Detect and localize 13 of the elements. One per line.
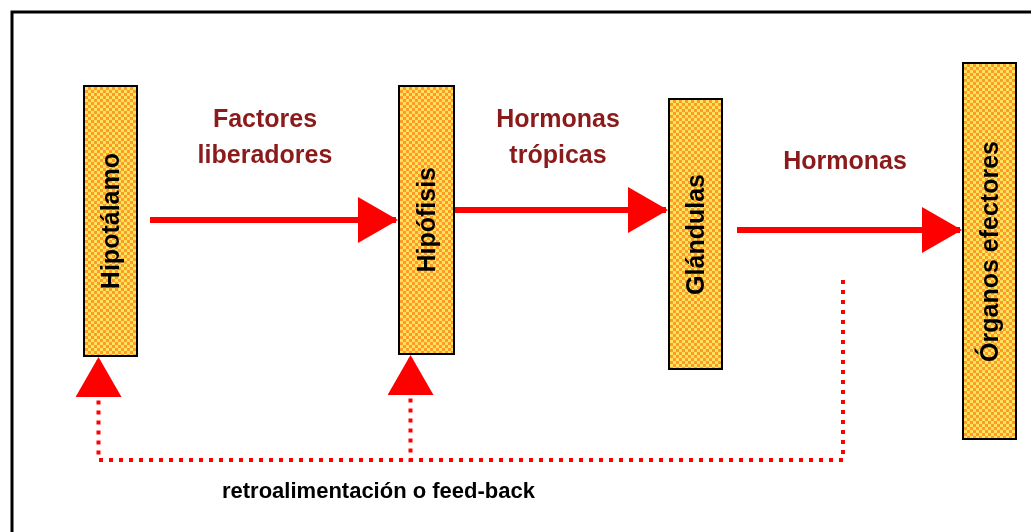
organ-name: Órganos efectores xyxy=(975,140,1004,362)
feedback-label: retroalimentación o feed-back xyxy=(222,478,535,504)
organ-name: Hipotálamo xyxy=(96,152,125,290)
arrow xyxy=(455,187,668,233)
gland-bar xyxy=(398,85,455,355)
arrow xyxy=(150,197,398,243)
arrow xyxy=(737,207,962,253)
gland-bar xyxy=(83,85,138,357)
gland-bar xyxy=(668,98,723,370)
gland-bar xyxy=(962,62,1017,440)
organ-name: Hipófisis xyxy=(412,167,441,273)
organ-name: Glándulas xyxy=(681,173,710,295)
dotted-arrow xyxy=(387,280,845,462)
